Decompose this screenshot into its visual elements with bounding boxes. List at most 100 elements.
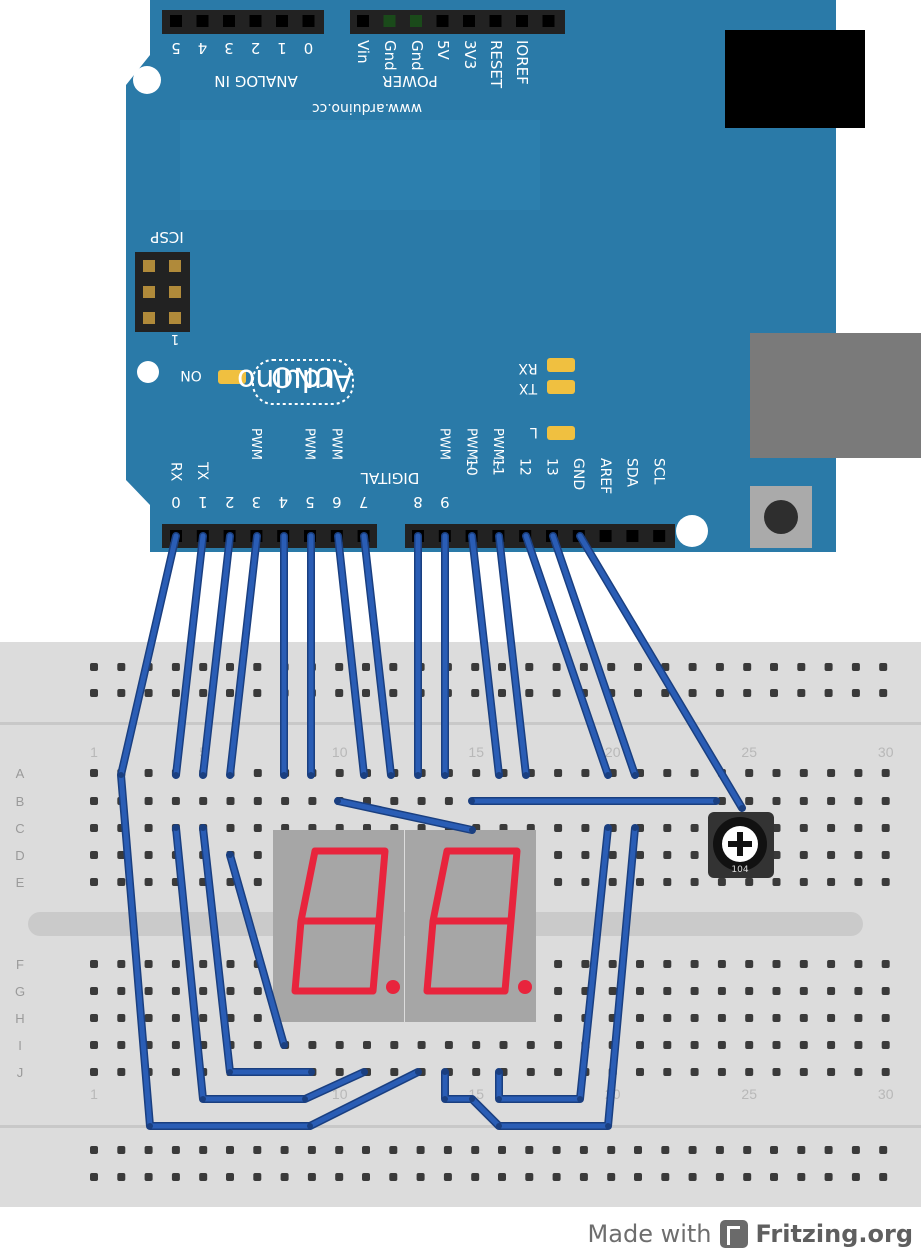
breadboard-hole [117,1068,126,1076]
digital-pin-label: SCL [651,458,667,485]
wire[interactable] [173,533,206,778]
digital-pin-label: 2 [225,493,235,511]
wire[interactable] [550,533,638,778]
breadboard-hole [881,987,890,995]
breadboard-hole [827,851,836,859]
column-number: 1 [90,1086,98,1102]
breadboard-hole [472,1041,481,1049]
wire[interactable] [496,533,529,778]
rx-led [547,358,575,372]
wire[interactable] [469,533,502,778]
breadboard-hole [308,797,317,805]
breadboard-hole [444,797,453,805]
wire[interactable] [335,798,475,833]
breadboard-hole [854,987,863,995]
rail-hole [443,1146,452,1154]
wire-end [605,825,611,831]
pot-marking: 104 [731,865,748,875]
breadboard-hole [608,987,617,995]
digit-2-segments [423,847,521,995]
breadboard-hole [581,851,590,859]
rail-hole [199,663,208,671]
breadboard-hole [472,1068,481,1076]
rail-hole [171,663,180,671]
breadboard-hole [199,960,208,968]
column-number: 25 [741,1086,757,1102]
rail-hole [661,689,670,697]
rail-hole [90,663,98,671]
wire-end [200,772,206,778]
breadboard-hole [881,1014,890,1022]
breadboard-hole [799,987,808,995]
breadboard-hole [717,797,726,805]
breadboard-hole [663,1041,672,1049]
pwm-label: PWM [302,428,317,460]
breadboard-hole [772,824,781,832]
rail-hole [715,689,724,697]
header-pin [542,15,555,27]
digital-pin-label: SDA [624,458,640,487]
wire[interactable] [200,533,233,778]
rail-hole [362,689,370,697]
breadboard-hole [90,960,98,968]
column-number: 10 [332,1086,348,1102]
rail-hole [770,689,778,697]
breadboard-hole [117,1041,126,1049]
breadboard-hole [636,1014,644,1022]
breadboard-hole [854,878,863,886]
breadboard-hole [636,1041,644,1049]
breadboard-hole [717,960,726,968]
breadboard-hole [171,987,180,995]
header-pin [516,15,528,27]
column-number: 25 [741,744,757,760]
breadboard-hole [772,1068,781,1076]
breadboard-hole [690,1014,699,1022]
wire[interactable] [577,533,745,811]
breadboard-hole [90,1068,98,1076]
breadboard-hole [90,987,98,995]
wire-end [442,1069,448,1075]
wire-end [227,772,233,778]
rail-hole [743,1173,752,1181]
breadboard-hole [636,878,644,886]
rail-hole [117,1146,126,1154]
wire-end [281,772,287,778]
breadboard-hole [171,797,180,805]
wire-end [307,1123,313,1129]
pwm-label: PWM [248,428,263,460]
breadboard-hole [253,824,262,832]
breadboard-hole [144,851,153,859]
rail-hole [90,1146,98,1154]
wire-end [496,772,502,778]
power-pin-label: IOREF [513,40,531,85]
breadboard-hole [171,1014,180,1022]
rail-hole [661,1146,670,1154]
column-number: 15 [468,744,484,760]
wire[interactable] [227,533,260,778]
potentiometer[interactable]: 104 [708,812,774,878]
rail-hole [634,663,642,671]
breadboard-hole [608,960,617,968]
digital-pin-label: GND [570,458,586,490]
wire[interactable] [335,533,367,778]
wire[interactable] [227,852,287,1048]
wire[interactable] [442,825,638,1129]
rail-hole [552,689,561,697]
breadboard-hole [199,797,208,805]
breadboard-hole [253,1014,262,1022]
wire[interactable] [523,533,611,778]
rail-hole [416,1173,425,1181]
wire[interactable] [361,533,394,778]
rail-hole [688,1146,697,1154]
breadboard-hole [581,769,590,777]
wire[interactable] [496,825,611,1102]
rail-hole [335,663,344,671]
breadboard-hole [772,1014,781,1022]
breadboard-hole [417,1041,426,1049]
analog-pin-label: 3 [224,39,234,57]
wire[interactable] [173,825,367,1102]
rail-hole [144,689,153,697]
fritzing-brand: Fritzing.org [755,1220,913,1248]
breadboard-hole [827,824,836,832]
rail-hole [525,689,534,697]
